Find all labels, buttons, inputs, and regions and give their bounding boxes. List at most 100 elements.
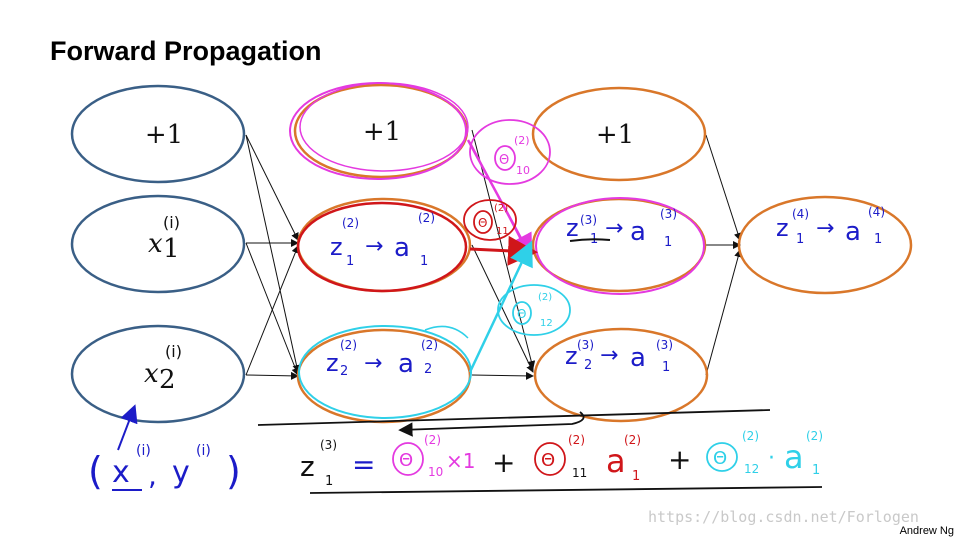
node-x2-sup: (i) — [165, 342, 182, 361]
weight-theta-11-sub: 11 — [496, 226, 509, 237]
node-x2 — [70, 324, 246, 424]
eq-t3-asub: 1 — [812, 463, 820, 478]
watermark-url: https://blog.csdn.net/Forlogen — [648, 508, 919, 526]
weight-theta-11-sup: (2) — [494, 203, 508, 214]
edge-bias2-l3n1-highlight-b — [469, 141, 527, 251]
sample-ysup: (i) — [196, 443, 211, 459]
layer3-nodes: +1 z (3) 1 → a (3) 1 z (3) 2 → a (3) — [531, 86, 709, 423]
node-l3n2 — [533, 327, 709, 423]
node-l3n1-asub: 1 — [664, 235, 672, 250]
eq-lhs-sup: (3) — [320, 438, 337, 452]
eq-t2-asub: 1 — [632, 469, 640, 484]
slide-title: Forward Propagation — [50, 36, 322, 66]
node-h1-asup: (2) — [418, 211, 435, 225]
eq-lhs: z — [300, 450, 315, 483]
eq-t3-sub: 12 — [744, 462, 759, 476]
weight-theta-12-theta: Θ — [517, 307, 526, 321]
eq-plus-1: + — [492, 446, 515, 479]
edges-layer3-layer4 — [705, 134, 743, 376]
node-bias-2-label: +1 — [363, 117, 401, 147]
eq-t3-sup: (2) — [742, 429, 759, 443]
edges-layer1-layer2 — [245, 134, 301, 380]
sample-open: ( — [88, 449, 103, 493]
weight-theta-11-circle — [463, 199, 517, 241]
eq-t1-sub: 10 — [428, 465, 443, 479]
edge-l3n2-out — [705, 249, 743, 376]
equation: z (3) 1 = Θ (2) 10 ×1 + Θ (2) 11 a (2) 1… — [257, 409, 823, 494]
edge-bias2-l3n2 — [471, 129, 536, 369]
node-out-asub: 1 — [874, 232, 882, 247]
layer4-nodes: z (4) 1 → a (4) 1 — [737, 195, 913, 295]
node-l3n2-z: z — [565, 342, 578, 370]
eq-t2-theta: Θ — [541, 450, 555, 471]
node-h1-zsup: (2) — [342, 216, 359, 230]
node-out-a: a — [845, 217, 861, 247]
highlighted-connections — [424, 139, 538, 373]
node-bias-3-label: +1 — [596, 120, 634, 150]
node-h1-z: z — [330, 233, 343, 261]
eq-t3-dot: · — [768, 446, 775, 471]
sample-arrow — [117, 404, 138, 451]
highlight-h1 — [296, 201, 468, 293]
node-l3n2-zsub: 2 — [584, 358, 592, 373]
node-h2-zsub: 2 — [340, 364, 348, 379]
eq-lhs-sub: 1 — [325, 474, 333, 489]
node-l3n1-a: a — [630, 217, 646, 247]
node-l3n2-zsup: (3) — [577, 338, 594, 352]
node-l3n2-arrow: → — [600, 343, 618, 368]
edge-h2-l3n1-highlight — [468, 240, 533, 373]
edge-x1-h2 — [245, 242, 300, 376]
node-h2 — [296, 328, 472, 424]
node-x1 — [70, 194, 246, 294]
node-h2-z: z — [326, 349, 339, 377]
node-x1-sub: 1 — [163, 234, 180, 264]
node-h1-a: a — [394, 233, 410, 263]
eq-t1-theta: Θ — [399, 450, 413, 471]
node-bias-3 — [531, 86, 707, 182]
node-l3n1-asup: (3) — [660, 207, 677, 221]
node-h1-arrow: → — [365, 234, 383, 259]
node-h1-asub: 1 — [420, 254, 428, 269]
edge-h1-l3n2 — [471, 244, 534, 373]
edge-h1-l3n1-highlight — [469, 235, 538, 266]
node-l3n1-z: z — [566, 214, 579, 242]
node-output — [737, 195, 913, 295]
highlight-l3n1 — [535, 197, 705, 295]
highlight-h2 — [298, 325, 472, 419]
edge-x2-h1 — [245, 245, 300, 376]
node-x2-base: x — [144, 359, 159, 389]
eq-t3-theta: Θ — [713, 448, 727, 469]
node-out-asup: (4) — [868, 205, 885, 219]
weight-theta-10-circle — [469, 119, 551, 185]
edge-bias1-h1 — [245, 134, 299, 241]
node-h1-label: z (2) 1 → a (2) 1 — [330, 211, 435, 269]
node-h2-a: a — [398, 349, 414, 379]
equation-bottomline — [309, 486, 823, 494]
node-x2-sub: 2 — [159, 365, 176, 395]
equation-arrow — [398, 411, 585, 437]
eq-t1-circle — [392, 442, 424, 476]
edge-x2-h2 — [245, 371, 299, 380]
weight-theta-10-theta: Θ — [499, 153, 509, 168]
node-h2-zsup: (2) — [340, 338, 357, 352]
sample-close: ) — [226, 449, 241, 493]
weight-theta-12-sup: (2) — [538, 292, 552, 303]
node-h2-asub: 2 — [424, 362, 432, 377]
eq-equals: = — [352, 448, 375, 481]
edge-bias3-out — [705, 134, 742, 241]
node-h2-arrow: → — [364, 351, 382, 376]
node-h1-zsub: 1 — [346, 254, 354, 269]
author-credit: Andrew Ng — [899, 525, 954, 537]
node-l3n2-label: z (3) 2 → a (3) 1 — [565, 338, 673, 375]
eq-plus-2: + — [668, 443, 691, 476]
eq-t1-tail: ×1 — [446, 449, 475, 473]
eq-t2-a: a — [606, 442, 626, 480]
highlight-bias-2-b — [299, 82, 469, 172]
weight-theta-10-sup: (2) — [514, 134, 530, 147]
weight-theta-12-sub: 12 — [540, 318, 553, 329]
eq-t3-asup: (2) — [806, 429, 823, 443]
node-bias-1 — [70, 84, 246, 184]
node-l3n2-a: a — [630, 343, 646, 373]
